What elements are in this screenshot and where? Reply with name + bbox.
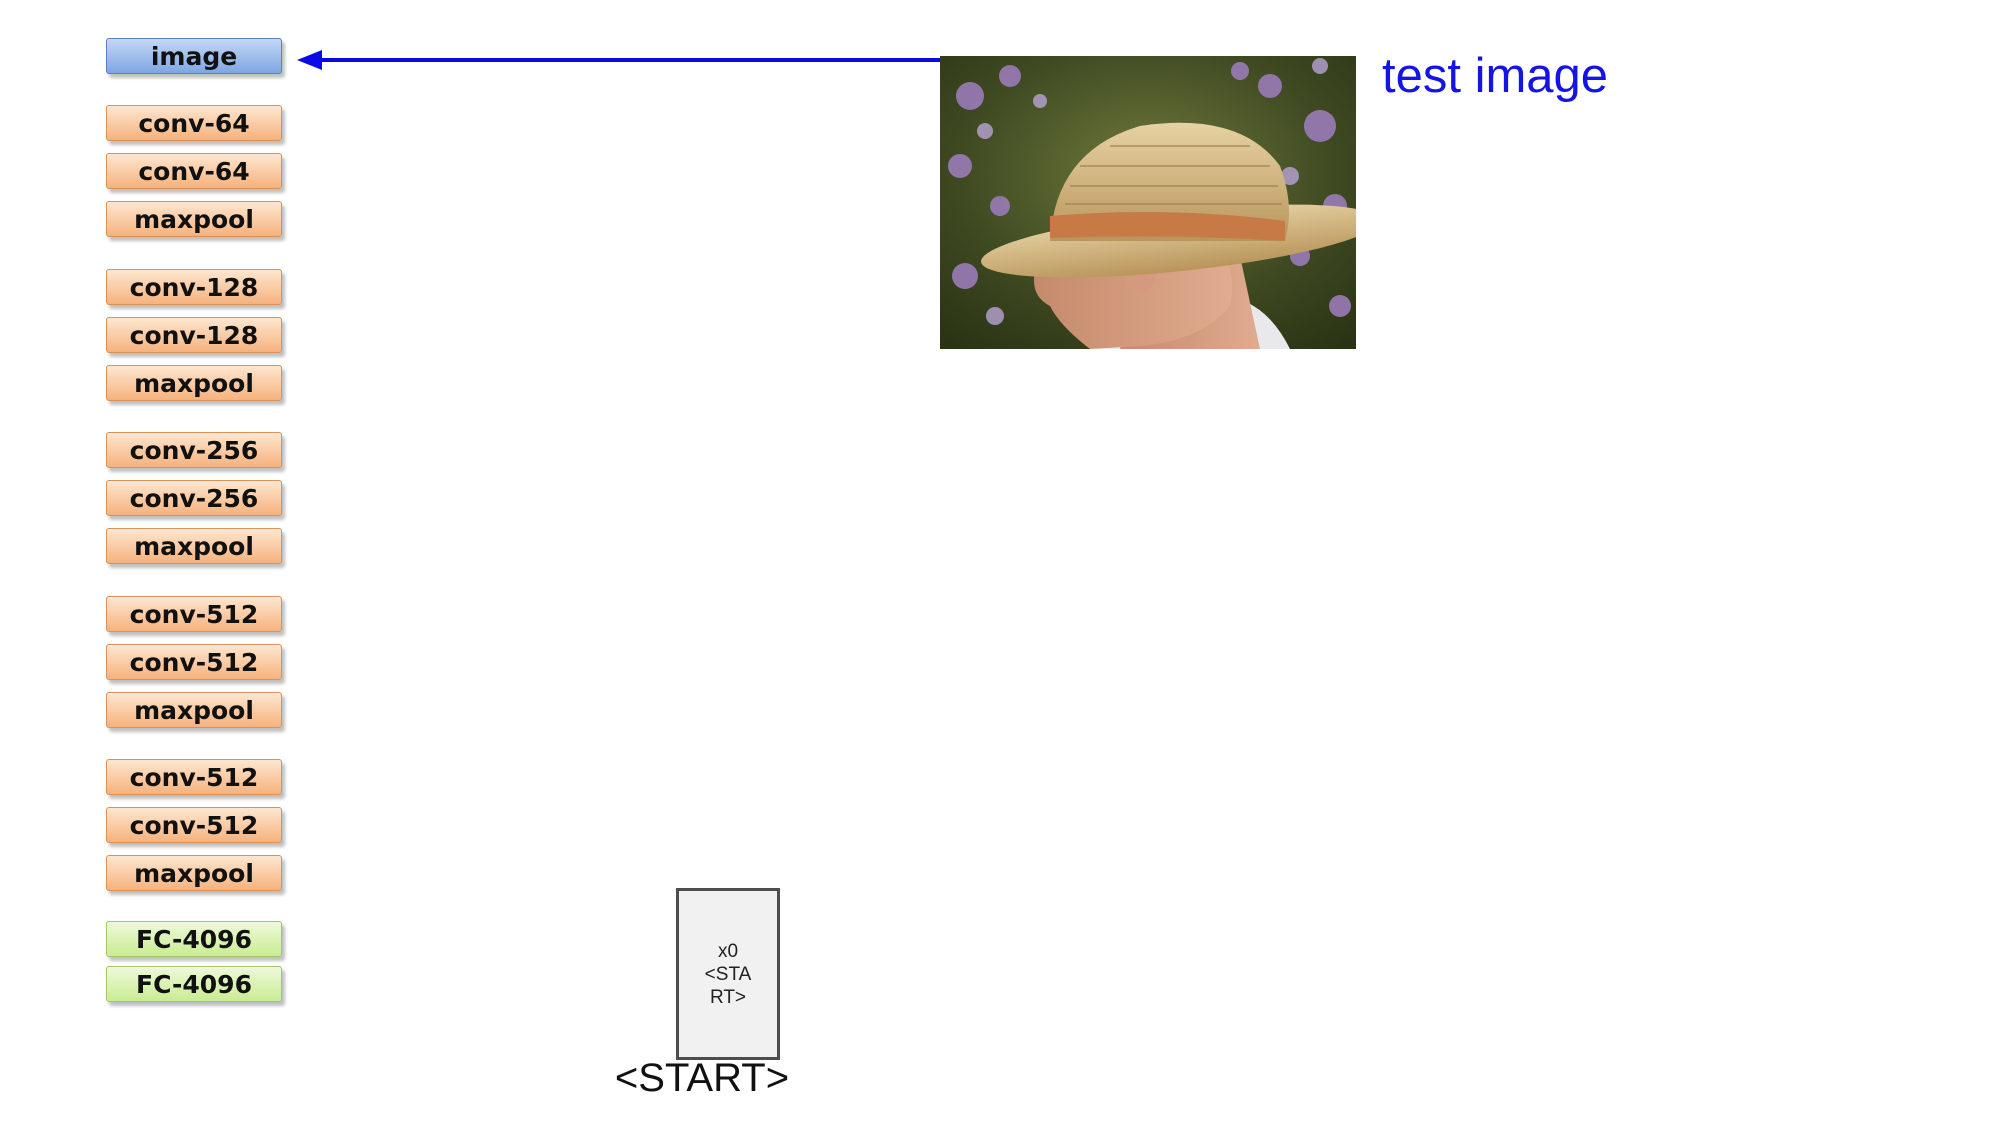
layer-maxpool-2: maxpool bbox=[106, 365, 282, 401]
layer-conv-512-2: conv-512 bbox=[106, 644, 282, 680]
test-photo bbox=[940, 56, 1356, 349]
x0-line-2: <STA bbox=[704, 963, 752, 985]
layer-maxpool-4: maxpool bbox=[106, 692, 282, 728]
layer-conv-256-2: conv-256 bbox=[106, 480, 282, 516]
start-token-label: <START> bbox=[614, 1056, 790, 1100]
layer-conv-64-1: conv-64 bbox=[106, 105, 282, 141]
layer-conv-512-4: conv-512 bbox=[106, 807, 282, 843]
test-image-label: test image bbox=[1382, 49, 1609, 103]
layer-maxpool-1: maxpool bbox=[106, 201, 282, 237]
layer-maxpool-5: maxpool bbox=[106, 855, 282, 891]
layer-fc-4096-2: FC-4096 bbox=[106, 966, 282, 1002]
layer-conv-512-3: conv-512 bbox=[106, 759, 282, 795]
layer-maxpool-3: maxpool bbox=[106, 528, 282, 564]
x0-start-token-box: x0 <STA RT> bbox=[676, 888, 780, 1060]
layer-fc-4096-1: FC-4096 bbox=[106, 921, 282, 957]
x0-line-1: x0 bbox=[717, 940, 739, 962]
layer-conv-64-2: conv-64 bbox=[106, 153, 282, 189]
arrow-head bbox=[297, 50, 322, 70]
straw-hat-man-image bbox=[940, 56, 1356, 349]
layer-conv-256-1: conv-256 bbox=[106, 432, 282, 468]
layer-image: image bbox=[106, 38, 282, 74]
layer-conv-512-1: conv-512 bbox=[106, 596, 282, 632]
layer-conv-128-2: conv-128 bbox=[106, 317, 282, 353]
x0-line-3: RT> bbox=[709, 986, 747, 1008]
layer-conv-128-1: conv-128 bbox=[106, 269, 282, 305]
